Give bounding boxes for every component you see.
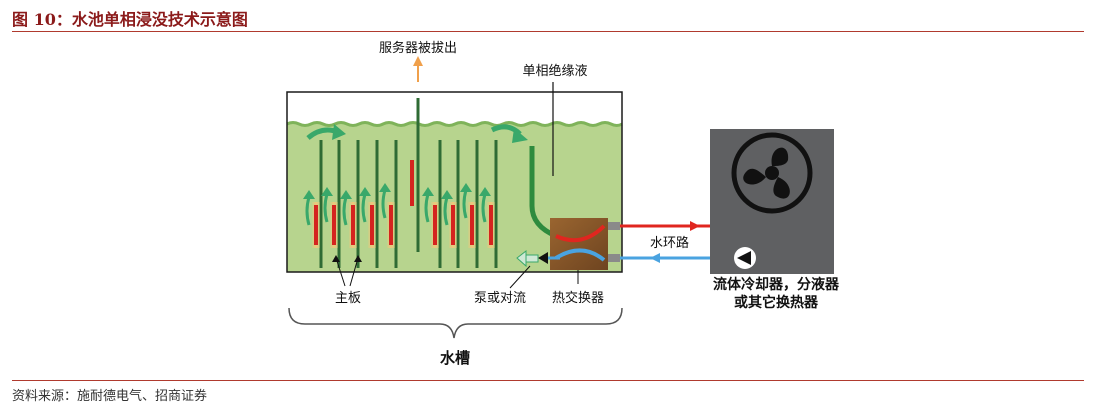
liquid-surface xyxy=(286,121,623,127)
pump-icon xyxy=(538,252,548,264)
label-heat-exchanger: 热交换器 xyxy=(552,290,604,306)
server-board xyxy=(487,140,498,268)
cold-flow-arrow xyxy=(650,253,660,263)
title-divider xyxy=(12,31,1084,32)
board-pointers xyxy=(332,255,362,287)
server-board xyxy=(312,140,323,268)
tank-brace xyxy=(288,307,623,339)
surface-flow-right xyxy=(490,124,528,143)
chip xyxy=(489,205,493,245)
hot-flow-arrow xyxy=(690,221,700,231)
fan-icon xyxy=(731,132,813,214)
label-pump: 泵或对流 xyxy=(474,291,526,306)
figure-title: 图 10：水池单相浸没技术示意图 xyxy=(12,10,248,29)
cooler-unit xyxy=(710,129,834,274)
server-board xyxy=(468,140,479,268)
chip xyxy=(433,205,437,245)
server-board xyxy=(349,140,360,268)
label-board: 主板 xyxy=(335,291,361,306)
chip xyxy=(314,205,318,245)
chip xyxy=(370,205,374,245)
tank-outline xyxy=(286,91,623,273)
label-cooler-line2: 或其它换热器 xyxy=(734,294,819,311)
outflow-arrow xyxy=(516,249,539,268)
source-divider xyxy=(12,380,1084,381)
chip xyxy=(451,205,455,245)
chip xyxy=(351,205,355,245)
label-cooler-line1: 流体冷却器，分液器 xyxy=(713,276,840,293)
chip xyxy=(470,205,474,245)
server-board xyxy=(368,140,379,268)
label-server-pulled: 服务器被拔出 xyxy=(379,40,457,56)
upflow-arrows xyxy=(303,183,491,226)
label-tank: 水槽 xyxy=(440,349,470,367)
pump-icon xyxy=(737,251,751,265)
heat-exchanger xyxy=(550,218,620,270)
chip xyxy=(332,205,336,245)
source-note: 资料来源：施耐德电气、招商证券 xyxy=(12,389,208,404)
label-water-loop: 水环路 xyxy=(650,235,689,251)
server-pulled-arrow xyxy=(413,56,423,82)
surface-flow-left xyxy=(306,124,346,140)
server-board xyxy=(387,140,398,268)
server-board xyxy=(431,140,442,268)
server-boards xyxy=(312,140,498,268)
server-board xyxy=(449,140,460,268)
server-board xyxy=(330,140,341,268)
pump-pointer-line xyxy=(509,265,531,289)
label-single-phase-liquid: 单相绝缘液 xyxy=(522,63,587,79)
chip xyxy=(410,160,414,206)
chip xyxy=(389,205,393,245)
